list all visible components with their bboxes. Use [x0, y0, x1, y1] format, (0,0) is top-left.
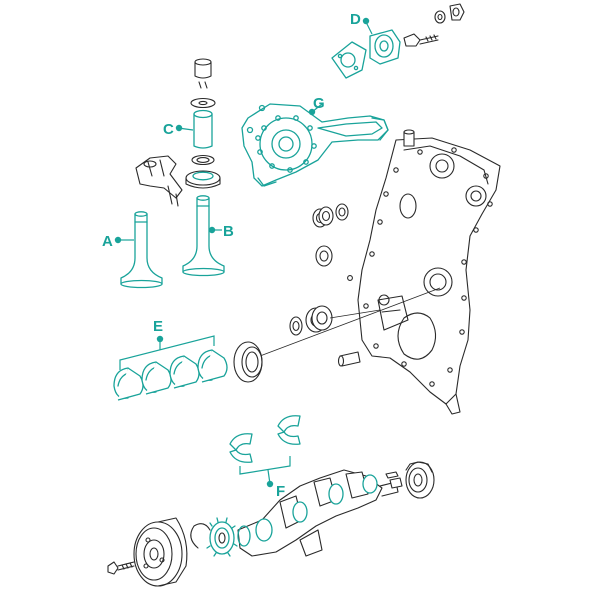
label-b: B [223, 223, 234, 240]
snap-ring [190, 523, 211, 549]
part-e-bearing-shells: E [113, 318, 228, 401]
axis-line-seal [259, 287, 441, 357]
rocker-arm [135, 155, 183, 207]
label-g: G [313, 95, 325, 112]
label-f: F [276, 483, 285, 500]
label-d: D [350, 11, 361, 28]
crank-pulley [133, 517, 188, 587]
crankshaft [237, 469, 403, 557]
part-c-valve-spring-group: C [163, 58, 221, 189]
label-e: E [153, 318, 163, 335]
part-a-valve: A [102, 211, 163, 289]
part-b-valve: B [182, 195, 234, 277]
part-g-water-pump: G [241, 95, 389, 187]
label-c: C [163, 121, 174, 138]
part-d-oil-pump-housing: D [331, 3, 465, 79]
timing-cover [347, 129, 501, 415]
woodruff-key [385, 471, 399, 479]
seal-rings [289, 203, 361, 367]
pulley-bolt [107, 561, 135, 575]
crank-gear [206, 517, 238, 557]
part-f-rod-bearing-shells: F [229, 415, 301, 500]
crank-sprocket [405, 461, 435, 499]
rear-main-seal [233, 341, 263, 383]
label-a: A [102, 233, 113, 250]
axis-line-dowel [329, 309, 381, 319]
